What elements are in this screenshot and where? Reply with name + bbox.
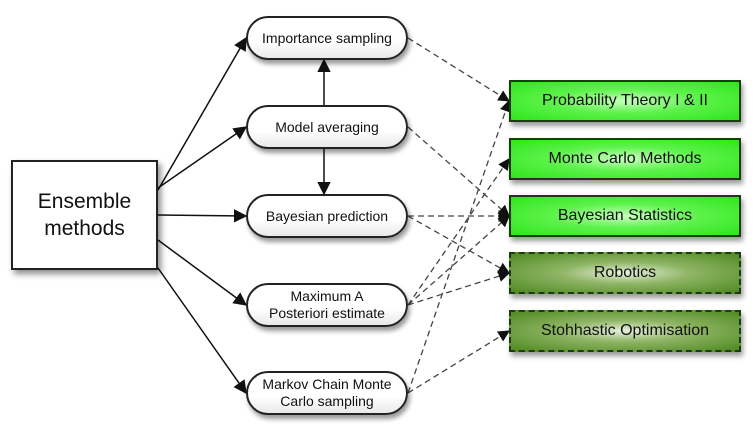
probability-theory-node: Probability Theory I & II <box>509 80 741 122</box>
edge-root-to-bayesian-prediction <box>157 209 248 223</box>
ensemble-methods-node: Ensemble methods <box>11 160 158 270</box>
edge-importance-sampling-to-probability-theory <box>407 37 510 102</box>
edge-bayesian-prediction-to-robotics <box>407 215 511 274</box>
edge-mcmc-sampling-to-stochastic-optimisation <box>407 330 510 394</box>
topic-label: Monte Carlo Methods <box>548 150 702 167</box>
solid-edges <box>157 36 331 395</box>
bayesian-prediction-node: Bayesian prediction <box>246 194 408 238</box>
method-label: Model averaging <box>275 118 379 135</box>
method-label-line2: Posteriori estimate <box>269 305 385 321</box>
root-label-line2: methods <box>44 217 125 240</box>
dashed-edges <box>407 37 512 394</box>
edge-mcmc-sampling-to-probability-theory <box>407 99 512 394</box>
root-label-line1: Ensemble <box>37 190 132 213</box>
topic-label: Bayesian Statistics <box>557 207 693 224</box>
edge-root-to-map-estimate <box>157 239 248 306</box>
topic-label: Stohhastic Optimisation <box>540 322 710 339</box>
edge-map-estimate-to-bayesian-statistics <box>407 215 510 306</box>
stochastic-optimisation-node: Stohhastic Optimisation <box>509 310 741 352</box>
method-label-line2: Carlo sampling <box>280 393 374 409</box>
edge-root-to-model-averaging <box>157 126 248 189</box>
edge-map-estimate-to-robotics <box>407 270 511 306</box>
mcmc-sampling-node: Markov Chain Monte Carlo sampling <box>246 371 408 415</box>
edge-root-to-importance-sampling <box>157 36 247 191</box>
bayesian-statistics-node: Bayesian Statistics <box>509 195 741 237</box>
method-label-line1: Markov Chain Monte <box>262 376 392 392</box>
edge-model-averaging-to-bayesian-statistics <box>407 126 510 217</box>
method-label-line1: Maximum A <box>290 288 364 304</box>
model-averaging-node: Model averaging <box>246 105 408 149</box>
robotics-node: Robotics <box>509 252 741 294</box>
topic-label: Probability Theory I & II <box>542 92 708 109</box>
edge-map-estimate-to-monte-carlo-methods <box>407 158 510 306</box>
importance-sampling-node: Importance sampling <box>246 16 408 60</box>
topic-label: Robotics <box>593 264 657 281</box>
map-estimate-node: Maximum A Posteriori estimate <box>246 283 408 327</box>
method-label: Bayesian prediction <box>265 207 389 224</box>
monte-carlo-methods-node: Monte Carlo Methods <box>509 138 741 180</box>
edge-root-to-mcmc-sampling <box>157 267 247 395</box>
method-label: Importance sampling <box>262 29 392 46</box>
